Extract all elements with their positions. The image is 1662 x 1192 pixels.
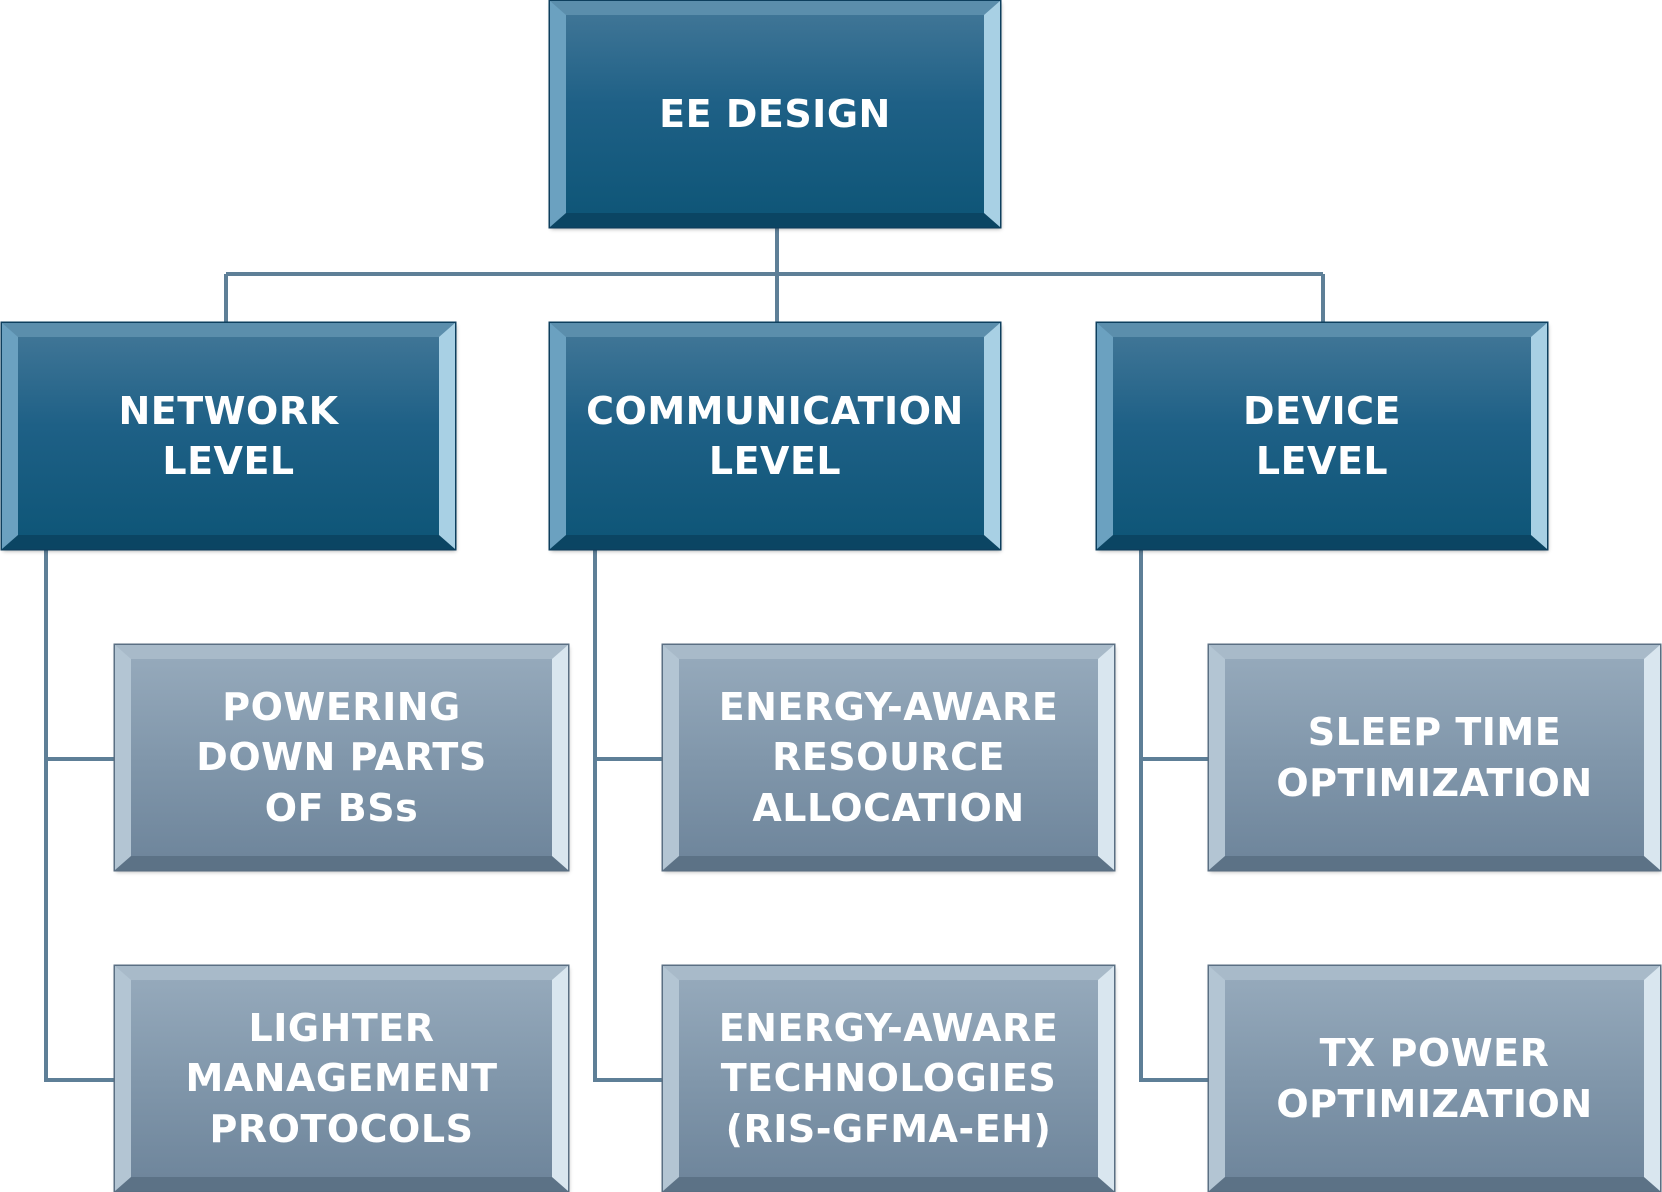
leaf-node-sleep-time: SLEEP TIME OPTIMIZATION (1209, 645, 1660, 870)
leaf-node-tx-power: TX POWER OPTIMIZATION (1209, 966, 1660, 1191)
leaf-node-energy-aware-technologies: ENERGY-AWARE TECHNOLOGIES (RIS-GFMA-EH) (663, 966, 1114, 1191)
level-node-network: NETWORK LEVEL (2, 323, 455, 549)
leaf-node-energy-aware-resource: ENERGY-AWARE RESOURCE ALLOCATION (663, 645, 1114, 870)
level-node-communication: COMMUNICATION LEVEL (550, 323, 1000, 549)
device-children-connector (1139, 549, 1209, 1082)
level-node-device: DEVICE LEVEL (1097, 323, 1547, 549)
network-children-connector (44, 549, 115, 1082)
leaf-node-powering-down: POWERING DOWN PARTS OF BSs (115, 645, 568, 870)
leaf-node-lighter-management: LIGHTER MANAGEMENT PROTOCOLS (115, 966, 568, 1191)
root-node-ee-design: EE DESIGN (550, 1, 1000, 227)
communication-children-connector (593, 549, 663, 1082)
